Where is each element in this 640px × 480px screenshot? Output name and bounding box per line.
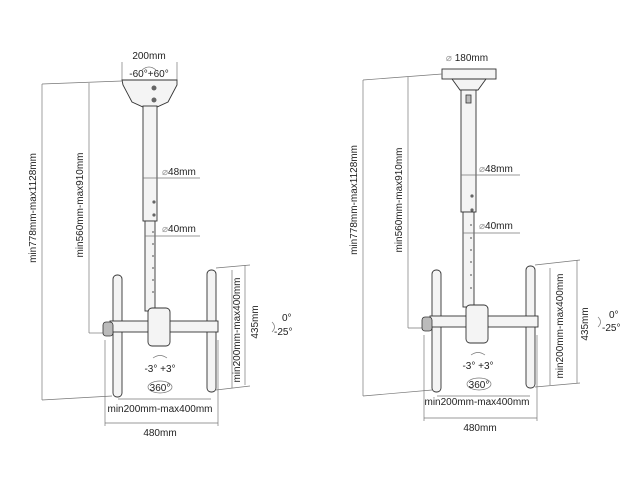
pole-height-label: min560mm-max910mm xyxy=(394,147,405,252)
total-height-label: min778mm-max1128mm xyxy=(349,145,360,255)
lower-tube-diameter-label: ⌀40mm xyxy=(479,221,513,232)
upper-tube-diameter-label: ⌀48mm xyxy=(162,167,196,178)
adjust-knob xyxy=(102,321,114,337)
tilt-hub xyxy=(147,307,171,347)
left-vertical-rail xyxy=(431,269,442,393)
bracket-width-label: 480mm xyxy=(143,428,176,439)
tilt-bottom-label: -25° xyxy=(274,327,292,338)
ceiling-plate xyxy=(441,68,497,80)
lower-tube-diameter-label: ⌀40mm xyxy=(162,224,196,235)
bracket-height-label: 435mm xyxy=(250,305,261,338)
total-height-label: min778mm-max1128mm xyxy=(28,153,39,263)
vertical-vesa-label: min200mm-max400mm xyxy=(555,273,566,378)
plate-diameter-label: ⌀ 180mm xyxy=(446,53,488,64)
lower-tube xyxy=(462,211,475,308)
roll-range-label: -3° +3° xyxy=(462,361,493,372)
horizontal-vesa-label: min200mm-max400mm xyxy=(107,404,212,415)
right-mount-drawing: ⌀ 180mm ⌀48mm ⌀40mm min778mm-max1128mm m… xyxy=(349,53,620,434)
pole-height-label: min560mm-max910mm xyxy=(75,152,86,257)
vertical-vesa-label: min200mm-max400mm xyxy=(232,277,243,382)
rotation-label: 360° xyxy=(469,380,490,391)
adjust-knob xyxy=(421,316,433,332)
left-vertical-rail xyxy=(112,274,123,398)
upper-tube xyxy=(460,89,477,213)
ceiling-plate xyxy=(121,79,178,108)
bracket-height-label: 435mm xyxy=(580,307,591,340)
tilt-top-label: 0° xyxy=(282,313,292,324)
tilt-top-label: 0° xyxy=(609,310,619,321)
left-mount-drawing: 200mm -60°+60° ⌀48mm ⌀40mm min778mm-max1… xyxy=(28,51,292,439)
swivel-range-label: -60°+60° xyxy=(129,69,168,80)
tilt-hub xyxy=(465,304,489,344)
upper-tube-diameter-label: ⌀48mm xyxy=(479,164,513,175)
horizontal-vesa-label: min200mm-max400mm xyxy=(424,397,529,408)
upper-tube xyxy=(142,105,158,222)
bracket-width-label: 480mm xyxy=(463,423,496,434)
lower-tube xyxy=(144,220,156,312)
roll-range-label: -3° +3° xyxy=(144,364,175,375)
rotation-label: 360° xyxy=(150,383,171,394)
plate-width-label: 200mm xyxy=(132,51,165,62)
tilt-bottom-label: -25° xyxy=(602,323,620,334)
